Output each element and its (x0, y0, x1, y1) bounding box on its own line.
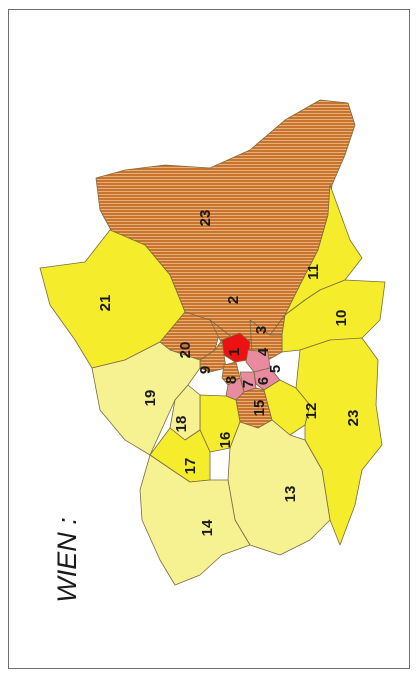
district-label-22: 23 (197, 210, 214, 227)
district-label-11: 11 (305, 264, 322, 280)
district-label-5: 5 (267, 365, 284, 373)
district-19-area (91, 341, 201, 456)
map-title: WIEN : (52, 517, 82, 603)
district-label-13: 13 (282, 486, 299, 503)
district-label-15: 15 (251, 400, 268, 417)
district-label-10: 10 (333, 310, 350, 327)
district-label-12: 12 (303, 403, 320, 420)
district-label-4: 4 (255, 347, 272, 356)
district-label-21: 21 (97, 295, 114, 312)
district-label-20: 20 (177, 342, 194, 359)
district-14-area (139, 454, 251, 586)
district-label-7: 7 (240, 380, 257, 388)
district-23-area (295, 337, 383, 546)
district-label-17: 17 (182, 458, 199, 475)
district-label-19: 19 (142, 390, 159, 407)
district-label-3: 3 (253, 326, 270, 334)
district-label-14: 14 (199, 519, 216, 536)
district-label-16: 16 (217, 432, 234, 449)
district-label-9: 9 (197, 366, 214, 374)
district-label-8: 8 (223, 376, 240, 384)
district-label-2: 2 (225, 296, 242, 304)
district-label-23: 23 (345, 410, 362, 427)
district-label-1: 1 (226, 348, 243, 356)
district-label-6: 6 (255, 377, 272, 385)
district-label-18: 18 (173, 416, 190, 433)
district-9-area (199, 339, 227, 373)
